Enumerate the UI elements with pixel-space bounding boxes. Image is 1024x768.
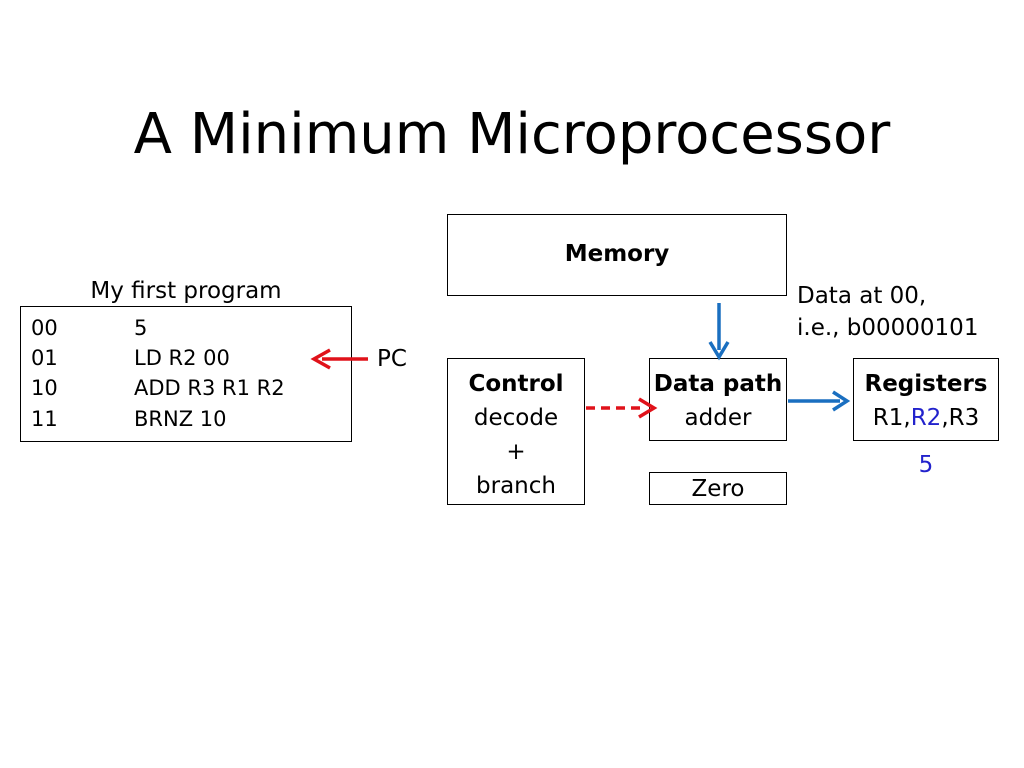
control-to-datapath-arrow	[586, 397, 658, 419]
register-r3: ,R3	[941, 405, 980, 431]
memory-to-datapath-arrow	[708, 303, 730, 361]
registers-list: R1,R2,R3	[854, 401, 998, 435]
register-r2: R2	[910, 405, 942, 431]
program-caption: My first program	[90, 278, 282, 304]
control-line-plus: +	[506, 439, 526, 465]
program-address: 11	[31, 407, 58, 431]
control-line-branch: branch	[476, 473, 556, 499]
program-address: 10	[31, 376, 58, 400]
datapath-block: Data path adder	[649, 358, 787, 441]
program-instruction: BRNZ 10	[134, 407, 227, 431]
datapath-line-adder: adder	[684, 405, 752, 431]
page-title: A Minimum Microprocessor	[133, 102, 891, 167]
pc-arrow	[310, 348, 368, 370]
memory-label: Memory	[564, 241, 670, 267]
program-address: 00	[31, 316, 58, 340]
program-instruction: ADD R3 R1 R2	[134, 376, 285, 400]
data-note: Data at 00, i.e., b00000101	[797, 280, 978, 344]
control-line-decode: decode	[473, 405, 559, 431]
data-note-line2: i.e., b00000101	[797, 315, 979, 341]
r2-value: 5	[918, 452, 934, 478]
zero-label: Zero	[691, 476, 745, 502]
control-block: Control decode + branch	[447, 358, 585, 505]
register-r1: R1,	[872, 405, 911, 431]
pc-label: PC	[377, 346, 407, 372]
program-listing: 00 5 01 LD R2 00 10 ADD R3 R1 R2 11 BRNZ…	[20, 306, 352, 442]
data-note-line1: Data at 00,	[797, 283, 927, 309]
program-address: 01	[31, 346, 58, 370]
control-title: Control	[468, 371, 564, 397]
datapath-title: Data path	[653, 371, 783, 397]
datapath-to-registers-arrow	[788, 390, 851, 412]
program-instruction: 5	[134, 316, 148, 340]
memory-block: Memory	[447, 214, 787, 296]
registers-block: Registers R1,R2,R3	[853, 358, 999, 441]
program-instruction: LD R2 00	[134, 346, 230, 370]
zero-flag-block: Zero	[649, 472, 787, 505]
registers-title: Registers	[864, 371, 988, 397]
